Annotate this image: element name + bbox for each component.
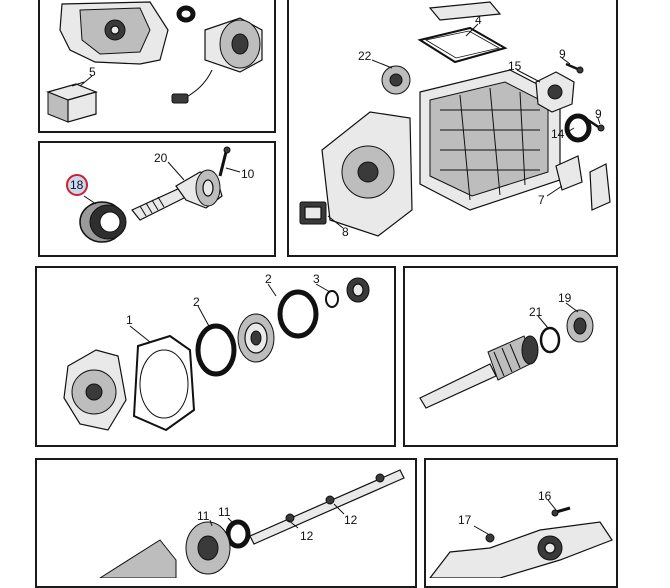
callout-22[interactable]: 22 <box>358 49 372 63</box>
shift-rail-7-illustration[interactable] <box>555 155 611 211</box>
callout-18[interactable]: 18 <box>70 178 84 192</box>
input-shaft-illustration[interactable] <box>419 335 539 409</box>
snap-ring-3-illustration[interactable] <box>325 290 339 308</box>
bracket-15-illustration[interactable] <box>535 71 575 113</box>
callout-15[interactable]: 15 <box>508 59 522 73</box>
callout-16[interactable]: 16 <box>538 489 552 503</box>
callout-11-right[interactable]: 11 <box>218 505 231 519</box>
snap-ring-21-illustration[interactable] <box>539 326 561 354</box>
callout-9-lower[interactable]: 9 <box>595 107 602 121</box>
output-shaft-illustration[interactable] <box>131 169 223 221</box>
callout-17[interactable]: 17 <box>458 513 472 527</box>
box-icon <box>46 81 98 123</box>
callout-8[interactable]: 8 <box>342 225 349 239</box>
seal-14-illustration[interactable] <box>564 113 592 143</box>
rear-output-shaft-illustration[interactable] <box>249 469 405 545</box>
oil-seal-18-illustration[interactable] <box>79 201 127 243</box>
callout-21[interactable]: 21 <box>529 305 543 319</box>
sensor-8-illustration[interactable] <box>299 201 327 225</box>
callout-9-top[interactable]: 9 <box>559 47 566 61</box>
callout-2-lower[interactable]: 2 <box>193 295 200 309</box>
main-case-illustration[interactable] <box>419 69 561 211</box>
pump-22-illustration[interactable] <box>381 65 411 95</box>
o-ring-2-left-illustration[interactable] <box>195 323 237 377</box>
callout-11-left[interactable]: 11 <box>197 509 210 523</box>
callout-14[interactable]: 14 <box>551 127 565 141</box>
leader-lines <box>79 23 601 535</box>
callout-2-upper[interactable]: 2 <box>265 272 272 286</box>
case-half-illustration[interactable] <box>59 1 169 65</box>
callout-3[interactable]: 3 <box>313 272 320 286</box>
top-cover-illustration[interactable] <box>428 1 502 21</box>
callout-4[interactable]: 4 <box>475 13 482 27</box>
bearing-19-illustration[interactable] <box>566 309 594 343</box>
callout-18-highlight[interactable] <box>66 174 88 196</box>
motor-sensor-illustration[interactable] <box>171 5 263 104</box>
gasket-1-illustration[interactable] <box>132 334 196 432</box>
front-case-half-illustration[interactable] <box>321 111 413 237</box>
callout-5[interactable]: 5 <box>89 65 96 79</box>
callout-7[interactable]: 7 <box>538 193 545 207</box>
callout-12-left[interactable]: 12 <box>300 529 314 543</box>
bolt-16-illustration[interactable] <box>551 506 571 517</box>
yoke-assembly-illustration[interactable] <box>429 521 613 578</box>
bearing-3-illustration[interactable] <box>346 277 370 303</box>
callout-1[interactable]: 1 <box>126 313 133 327</box>
gear-bearing-11-illustration[interactable] <box>185 519 251 575</box>
o-ring-2-right-illustration[interactable] <box>277 289 319 339</box>
bolt-10-illustration[interactable] <box>218 146 231 177</box>
bolt-9-lower-illustration[interactable] <box>587 118 605 132</box>
callout-10[interactable]: 10 <box>241 167 255 181</box>
callout-12-right[interactable]: 12 <box>344 513 358 527</box>
bolt-9-top-illustration[interactable] <box>565 62 584 74</box>
cover-gasket-4-illustration[interactable] <box>417 26 508 64</box>
drive-gear-illustration[interactable] <box>99 539 177 578</box>
callout-19[interactable]: 19 <box>558 291 572 305</box>
plug-17-illustration[interactable] <box>485 533 495 543</box>
callout-20[interactable]: 20 <box>154 151 168 165</box>
rear-cover-housing-illustration[interactable] <box>63 349 127 431</box>
bearing-gear-illustration[interactable] <box>237 313 275 363</box>
